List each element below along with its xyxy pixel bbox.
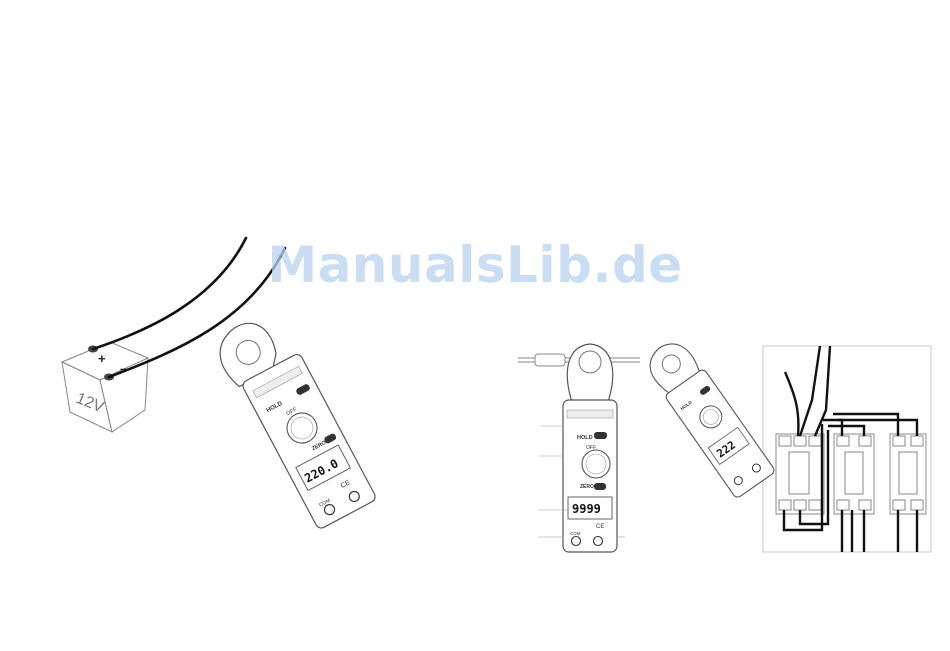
battery-illustration: 12V + – xyxy=(62,342,148,432)
breaker-2 xyxy=(834,434,874,514)
clamp-meter-left: HOLD OFF ZERO 220.0 COM CE xyxy=(210,306,378,533)
electrical-panel xyxy=(763,346,931,552)
clamp-meter-right: HOLD 222 xyxy=(640,334,776,499)
clamp-meter-middle: HOLD OFF ZERO 9999 CE COM xyxy=(538,344,625,552)
battery-minus-label: – xyxy=(120,361,127,376)
reading-middle: 9999 xyxy=(572,502,601,516)
breaker-1 xyxy=(776,434,824,514)
zero-label-middle: ZERO xyxy=(580,484,594,490)
breaker-3 xyxy=(890,434,926,514)
battery-plus-label: + xyxy=(98,351,106,366)
com-label-middle: COM xyxy=(570,531,581,536)
hold-label-middle: HOLD xyxy=(577,435,593,441)
ce-mark-middle: CE xyxy=(596,524,604,530)
